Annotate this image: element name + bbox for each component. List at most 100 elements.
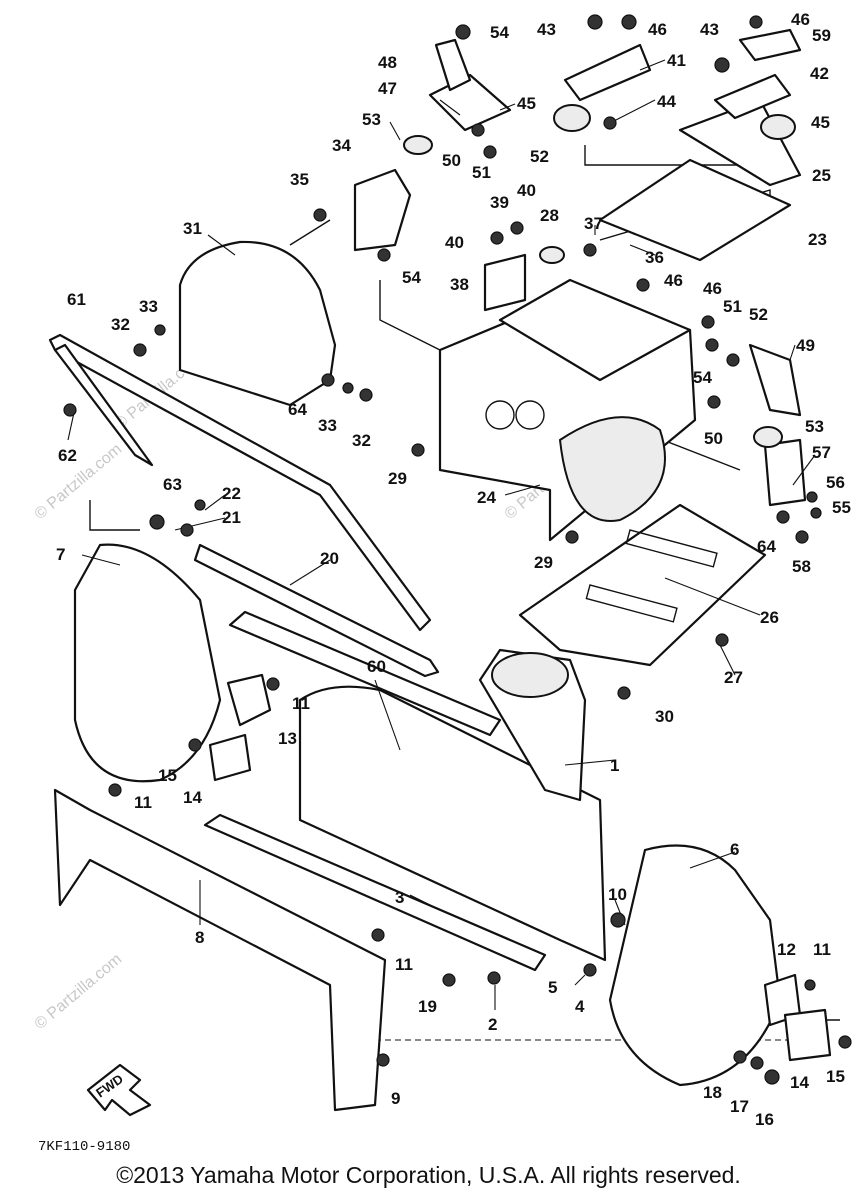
part-31-belt-cover [178,240,337,407]
callout-5: 5 [548,978,557,997]
part-24-hole [515,400,545,430]
callout-9: 9 [391,1089,400,1108]
fasteners [63,14,852,1085]
callout-53: 53 [362,110,381,129]
callout-46: 46 [703,279,722,298]
callout-11: 11 [395,955,413,974]
callout-63: 63 [163,475,182,494]
callout-52: 52 [749,305,768,324]
bolt-icon [133,343,147,357]
callout-47: 47 [378,79,397,98]
part-24-hole [485,400,515,430]
part-60-strip [228,610,502,737]
bolt-icon [63,403,77,417]
bolt-icon [764,1069,780,1085]
washer-icon [750,1056,764,1070]
callout-23: 23 [808,230,827,249]
callout-32: 32 [111,315,130,334]
bolt-icon [188,738,202,752]
callout-31: 31 [183,219,202,238]
part-26-slot [625,529,718,568]
bolt-icon [565,530,579,544]
callout-17: 17 [730,1097,749,1116]
callout-64: 64 [757,537,776,556]
part-57-bracket [763,438,807,507]
part-24-gear-case-side [558,416,666,522]
callout-15: 15 [158,766,177,785]
bolt-icon [194,499,206,511]
bolt-icon [707,395,721,409]
part-61-frame-leg [53,343,154,467]
callout-11: 11 [292,694,310,713]
callout-49: 49 [796,336,815,355]
callout-62: 62 [58,446,77,465]
callout-11: 11 [134,793,152,812]
callout-38: 38 [450,275,469,294]
callout-54: 54 [693,368,712,387]
callout-46: 46 [791,10,810,29]
part-1-auger-housing [298,685,607,962]
nut-icon [621,14,637,30]
part-14-bracket [783,1008,832,1062]
callout-26: 26 [760,608,779,627]
nut-icon [806,491,818,503]
bolt-icon [359,388,373,402]
watermark: © Partzilla.com [32,441,126,523]
part-53-damper [753,426,783,448]
nut-icon [149,514,165,530]
nut-icon [636,278,650,292]
callout-42: 42 [810,64,829,83]
callout-40: 40 [445,233,464,252]
callout-52: 52 [530,147,549,166]
forward-direction-arrow: FWD [86,1063,152,1117]
part-42-bracket [713,73,792,120]
washer-icon [154,324,166,336]
part-26-skid-plate [518,503,767,667]
callout-19: 19 [418,997,437,1016]
nut-icon [726,353,740,367]
bolt-icon [587,14,603,30]
callout-11: 11 [813,940,831,959]
bolt-icon [617,686,631,700]
part-61-frame [48,333,432,632]
callout-45: 45 [517,94,536,113]
callout-15: 15 [826,1067,845,1086]
callout-43: 43 [537,20,556,39]
callout-14: 14 [790,1073,809,1092]
part-41-bracket [563,43,652,102]
callout-7: 7 [56,545,65,564]
callout-55: 55 [832,498,851,517]
callout-50: 50 [704,429,723,448]
callout-28: 28 [540,206,559,225]
callout-37: 37 [584,214,603,233]
callout-44: 44 [657,92,676,111]
callout-64: 64 [288,400,307,419]
washer-icon [342,382,354,394]
parts-diagram: © Partzilla.com © Partzilla.com © Partzi… [32,10,852,1155]
part-7-side-plate [73,543,222,783]
part-1-chute-ring [491,652,569,698]
callout-27: 27 [724,668,743,687]
callout-58: 58 [792,557,811,576]
part-38-bracket [483,253,527,312]
callout-39: 39 [490,193,509,212]
nut-icon [701,315,715,329]
watermark: © Partzilla.com [32,951,126,1033]
copyright-notice: ©2013 Yamaha Motor Corporation, U.S.A. A… [116,1162,741,1188]
bolt-icon [371,928,385,942]
callout-45: 45 [811,113,830,132]
callout-24: 24 [477,488,496,507]
callout-20: 20 [320,549,339,568]
callout-50: 50 [442,151,461,170]
bolt-icon [483,145,497,159]
bolt-icon [705,338,719,352]
callout-18: 18 [703,1083,722,1102]
washer-icon [804,979,816,991]
part-6-side-plate [608,844,782,1087]
callout-6: 6 [730,840,739,859]
drawing-code: 7KF110-9180 [38,1139,130,1155]
bolt-icon [795,530,809,544]
bolt-icon [715,633,729,647]
callout-21: 21 [222,508,241,527]
callout-10: 10 [608,885,627,904]
